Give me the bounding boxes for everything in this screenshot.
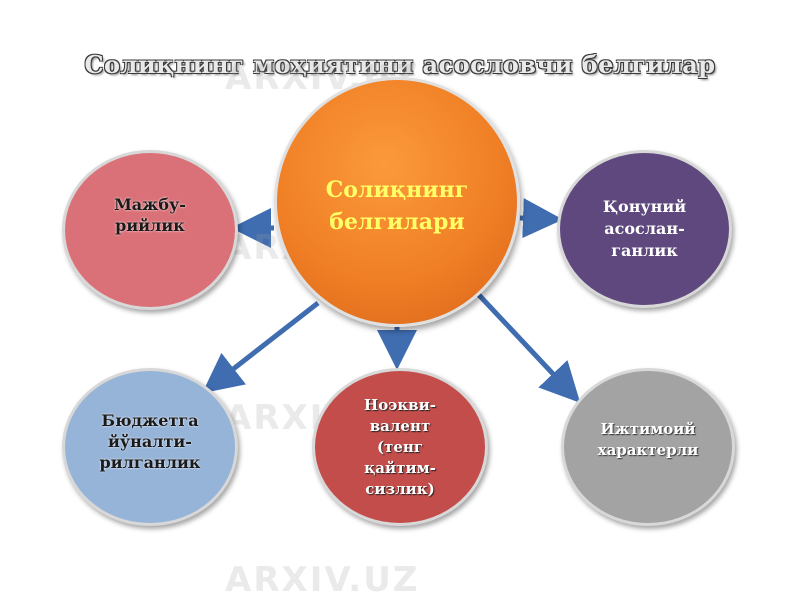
node-label: Ноэкви- валент (тенг қайтим- сизлик) bbox=[364, 395, 436, 498]
watermark-logo: ARXIV.UZ bbox=[225, 560, 420, 600]
arrow-to-ijtimoiy bbox=[476, 292, 581, 403]
node-mazhburiylik: Мажбу- рийлик bbox=[62, 150, 238, 310]
page-title: Солиқнинг моҳиятини асословчи белгилар bbox=[84, 50, 716, 79]
node-label: Ижтимоий характерли bbox=[597, 420, 699, 459]
node-qonuniy: Қонуний асослан- ганлик bbox=[557, 150, 732, 308]
center-node-label: Солиқнинг белгилари bbox=[325, 177, 469, 235]
node-label: Қонуний асослан- ганлик bbox=[602, 197, 687, 260]
arrow-to-budjet bbox=[202, 301, 320, 394]
node-label: Мажбу- рийлик bbox=[114, 195, 186, 235]
arrow-to-qonun bbox=[519, 198, 563, 239]
node-noekvivalent: Ноэкви- валент (тенг қайтим- сизлик) bbox=[312, 368, 488, 526]
node-budjetga: Бюджетга йўналти- рилганлик bbox=[62, 368, 238, 526]
center-node: Солиқнинг белгилари bbox=[274, 77, 520, 327]
node-ijtimoiy: Ижтимоий характерли bbox=[561, 368, 735, 526]
node-label: Бюджетга йўналти- рилганлик bbox=[99, 410, 201, 472]
